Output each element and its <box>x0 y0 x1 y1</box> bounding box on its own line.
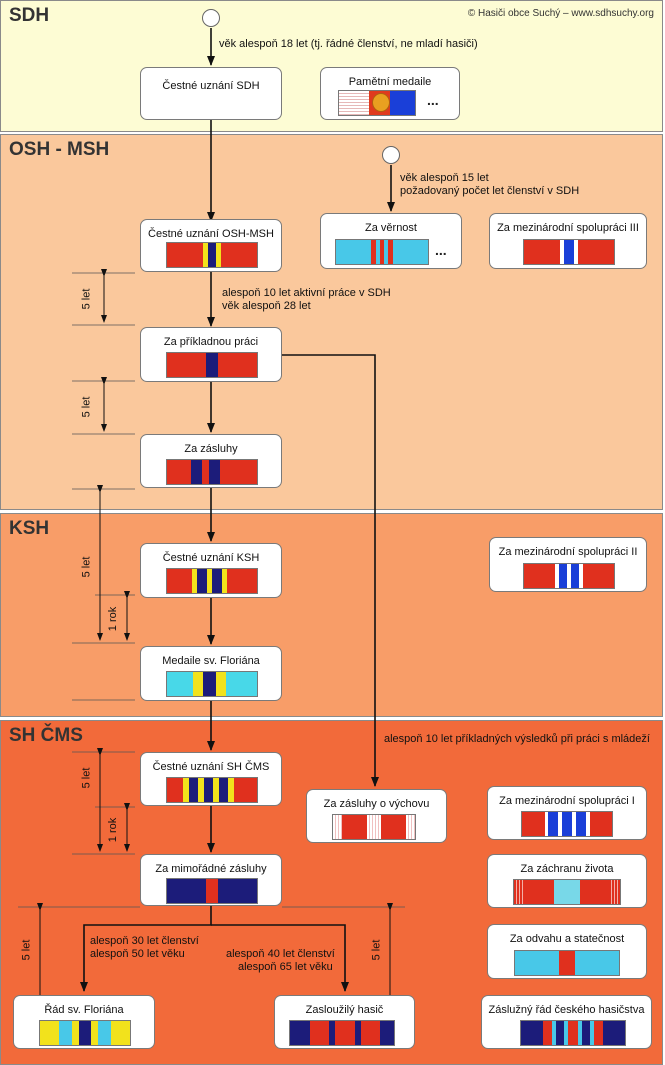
note-deserved-1: alespoň 40 let členství <box>226 948 335 960</box>
award-sdh-honor[interactable]: Čestné uznání SDH <box>140 67 282 120</box>
ribbon-memorial-medal <box>338 90 416 116</box>
ribbon-osh-honor <box>166 242 258 268</box>
note-work-condition-1: alespoň 10 let aktivní práce v SDH <box>222 287 391 299</box>
award-florian-order[interactable]: Řád sv. Floriána <box>13 995 155 1049</box>
note-florian-order-2: alespoň 50 let věku <box>90 948 185 960</box>
ribbon-florian-order <box>39 1020 131 1046</box>
award-shcms-honor[interactable]: Čestné uznání SH ČMS <box>140 752 282 806</box>
ribbon-intl-3 <box>523 239 615 265</box>
award-merits[interactable]: Za zásluhy <box>140 434 282 488</box>
award-label: Za mezinárodní spolupráci III <box>497 222 639 234</box>
section-title-ksh: KSH <box>9 518 50 539</box>
award-label: Za věrnost <box>365 222 417 234</box>
award-label: Čestné uznání KSH <box>162 552 260 564</box>
award-label: Za zásluhy o výchovu <box>323 798 430 810</box>
award-education-merits[interactable]: Za zásluhy o výchovu <box>306 789 447 843</box>
award-label: Za záchranu života <box>520 863 614 875</box>
interval-label: 1 rok <box>107 606 120 632</box>
ribbon-ksh-honor <box>166 568 258 594</box>
note-youth-condition: alespoň 10 let příkladných výsledků při … <box>384 733 650 745</box>
award-ksh-honor[interactable]: Čestné uznání KSH <box>140 543 282 598</box>
award-label: Za mezinárodní spolupráci II <box>498 546 638 558</box>
ribbon-intl-2 <box>523 563 615 589</box>
interval-label: 5 let <box>80 556 93 578</box>
note-florian-order-1: alespoň 30 let členství <box>90 935 199 947</box>
award-life-saving[interactable]: Za záchranu života <box>487 854 647 908</box>
award-osh-honor[interactable]: Čestné uznání OSH-MSH <box>140 219 282 272</box>
ribbon-merit-order <box>520 1020 626 1046</box>
award-label: Za zásluhy <box>184 443 238 455</box>
start-node-sdh <box>202 9 220 27</box>
award-label: Za příkladnou práci <box>163 336 259 348</box>
start-node-loyalty <box>382 146 400 164</box>
award-label: Čestné uznání OSH-MSH <box>148 228 274 240</box>
ribbon-florian-medal <box>166 671 258 697</box>
award-bravery[interactable]: Za odvahu a statečnost <box>487 924 647 979</box>
interval-label: 1 rok <box>107 817 120 843</box>
interval-label: 5 let <box>20 939 33 961</box>
copyright: © Hasiči obce Suchý – www.sdhsuchy.org <box>467 8 654 19</box>
award-label: Řád sv. Floriána <box>44 1004 124 1016</box>
award-label: Za odvahu a statečnost <box>509 933 625 945</box>
medal-emblem-icon <box>372 93 391 112</box>
award-exemplary-work[interactable]: Za příkladnou práci <box>140 327 282 382</box>
note-work-condition-2: věk alespoň 28 let <box>222 300 311 312</box>
note-sdh-condition: věk alespoň 18 let (tj. řádné členství, … <box>219 38 478 50</box>
interval-label: 5 let <box>80 396 93 418</box>
award-label: Čestné uznání SH ČMS <box>152 761 270 773</box>
ribbon-life-saving <box>513 879 621 905</box>
award-label: Záslužný řád českého hasičstva <box>488 1004 645 1016</box>
award-label: Za mezinárodní spolupráci I <box>499 795 635 807</box>
interval-label: 5 let <box>80 288 93 310</box>
award-label: Medaile sv. Floriána <box>162 655 260 667</box>
award-label: Pamětní medaile <box>348 76 432 88</box>
ribbon-education-merits <box>332 814 416 840</box>
award-memorial-medal[interactable]: Pamětní medaile ... <box>320 67 460 120</box>
award-intl-2[interactable]: Za mezinárodní spolupráci II <box>489 537 647 592</box>
award-intl-3[interactable]: Za mezinárodní spolupráci III <box>489 213 647 269</box>
award-label: Zasloužilý hasič <box>305 1004 384 1016</box>
award-label: Za mimořádné zásluhy <box>155 863 267 875</box>
award-loyalty[interactable]: Za věrnost ... <box>320 213 462 269</box>
ellipsis-more: ... <box>435 242 447 258</box>
award-label: Čestné uznání SDH <box>162 80 260 92</box>
ribbon-deserved-firefighter <box>289 1020 395 1046</box>
award-intl-1[interactable]: Za mezinárodní spolupráci I <box>487 786 647 840</box>
ribbon-bravery <box>514 950 620 976</box>
interval-label: 5 let <box>80 767 93 789</box>
ribbon-merits <box>166 459 258 485</box>
award-deserved-firefighter[interactable]: Zasloužilý hasič <box>274 995 415 1049</box>
ribbon-exemplary-work <box>166 352 258 378</box>
award-florian-medal[interactable]: Medaile sv. Floriána <box>140 646 282 701</box>
note-loyalty-condition-2: požadovaný počet let členství v SDH <box>400 185 580 197</box>
ribbon-extraordinary-merits <box>166 878 258 904</box>
ribbon-shcms-honor <box>166 777 258 803</box>
ribbon-loyalty <box>335 239 429 265</box>
note-loyalty-condition-1: věk alespoň 15 let <box>400 172 489 184</box>
award-merit-order[interactable]: Záslužný řád českého hasičstva <box>481 995 652 1049</box>
section-title-shcms: SH ČMS <box>9 725 83 746</box>
interval-label: 5 let <box>370 939 383 961</box>
section-title-osh: OSH - MSH <box>9 139 110 160</box>
note-deserved-2: alespoň 65 let věku <box>238 961 333 973</box>
award-extraordinary-merits[interactable]: Za mimořádné zásluhy <box>140 854 282 906</box>
ellipsis-more: ... <box>427 92 439 108</box>
section-title-sdh: SDH <box>9 5 50 26</box>
ribbon-intl-1 <box>521 811 613 837</box>
